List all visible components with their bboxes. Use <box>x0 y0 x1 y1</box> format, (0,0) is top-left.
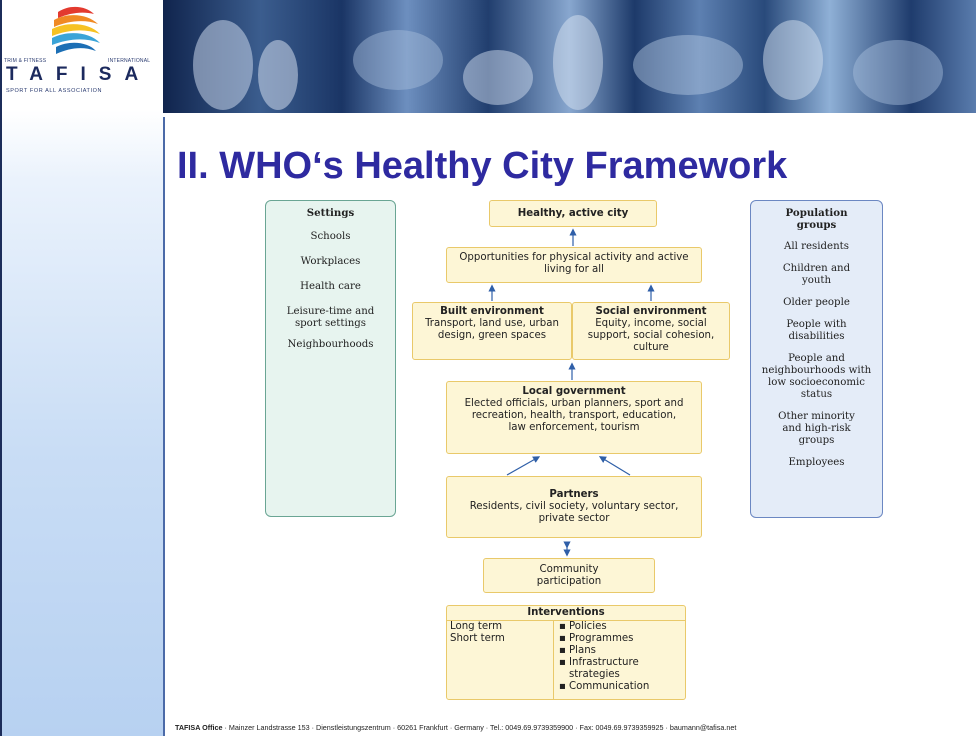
interventions-item: ▪Infrastructure strategies <box>559 657 639 680</box>
population-item: All residents <box>784 241 849 252</box>
population-item: Older people <box>783 297 850 308</box>
logo-subtitle: SPORT FOR ALL ASSOCIATION <box>6 88 103 94</box>
local-government-heading: Local government <box>522 386 626 397</box>
interventions-terms: Long term Short term <box>450 621 505 645</box>
population-item: People and neighbourhoods with low socio… <box>761 353 872 400</box>
interventions-heading: Interventions <box>447 606 685 621</box>
arrow-partners-to-local-left <box>506 456 541 476</box>
community-participation-box: Community participation <box>483 558 655 593</box>
built-environment-heading: Built environment <box>440 306 544 317</box>
sidebar-divider <box>163 110 165 736</box>
logo-top-left-text: TRIM & FITNESS <box>4 58 47 64</box>
interventions-term: Short term <box>450 633 505 644</box>
population-item: Employees <box>788 457 845 468</box>
local-government-text: Elected officials, urban planners, sport… <box>464 398 684 433</box>
population-item: People with disabilities <box>786 319 847 342</box>
interventions-divider <box>553 620 554 700</box>
population-item: Other minority and high-risk groups <box>778 411 855 446</box>
footer-details: · Mainzer Landstrasse 153 · Dienstleistu… <box>222 723 737 732</box>
partners-heading: Partners <box>549 489 599 500</box>
built-environment-text: Transport, land use, urban design, green… <box>425 318 559 341</box>
interventions-item: ▪Programmes <box>559 633 634 644</box>
settings-item: Neighbourhoods <box>287 339 374 350</box>
logo-top-right-text: INTERNATIONAL <box>108 58 151 64</box>
settings-item: Workplaces <box>300 256 361 267</box>
interventions-list: ▪Policies ▪Programmes ▪Plans ▪Infrastruc… <box>559 621 683 693</box>
population-groups-panel: Population groups All residents Children… <box>750 200 883 518</box>
header-photo-banner <box>163 0 976 113</box>
left-sidebar <box>0 0 163 736</box>
partners-text: Residents, civil society, voluntary sect… <box>469 501 679 524</box>
social-environment-box: Social environment Equity, income, socia… <box>572 302 730 360</box>
healthy-city-box: Healthy, active city <box>489 200 657 227</box>
social-environment-text: Equity, income, social support, social c… <box>587 318 715 353</box>
built-environment-box: Built environment Transport, land use, u… <box>412 302 572 360</box>
population-heading: Population groups <box>785 207 848 231</box>
partners-box: Partners Residents, civil society, volun… <box>446 476 702 538</box>
settings-item: Schools <box>310 231 351 242</box>
left-edge-line <box>0 0 2 736</box>
logo-wordmark: TAFISA <box>6 64 152 85</box>
population-item: Children and youth <box>782 263 851 286</box>
settings-item: Health care <box>300 281 361 292</box>
opportunities-box: Opportunities for physical activity and … <box>446 247 702 283</box>
interventions-box: Interventions Long term Short term ▪Poli… <box>446 605 686 700</box>
settings-panel: Settings Schools Workplaces Health care … <box>265 200 396 517</box>
settings-heading: Settings <box>306 207 355 219</box>
local-government-box: Local government Elected officials, urba… <box>446 381 702 454</box>
footer-office: TAFISA Office <box>175 723 223 732</box>
slide-title: II. WHO‘s Healthy City Framework <box>177 145 788 187</box>
interventions-term: Long term <box>450 621 503 632</box>
interventions-item: ▪Policies <box>559 621 607 632</box>
tafisa-logo-icon <box>52 6 100 54</box>
arrow-partners-to-local-right <box>598 456 631 476</box>
footer-contact: TAFISA Office · Mainzer Landstrasse 153 … <box>175 723 736 732</box>
interventions-item: ▪Plans <box>559 645 596 656</box>
social-environment-heading: Social environment <box>595 306 707 317</box>
interventions-item: ▪Communication <box>559 681 650 692</box>
settings-item: Leisure-time and sport settings <box>286 306 375 329</box>
banner-separator <box>163 113 976 117</box>
